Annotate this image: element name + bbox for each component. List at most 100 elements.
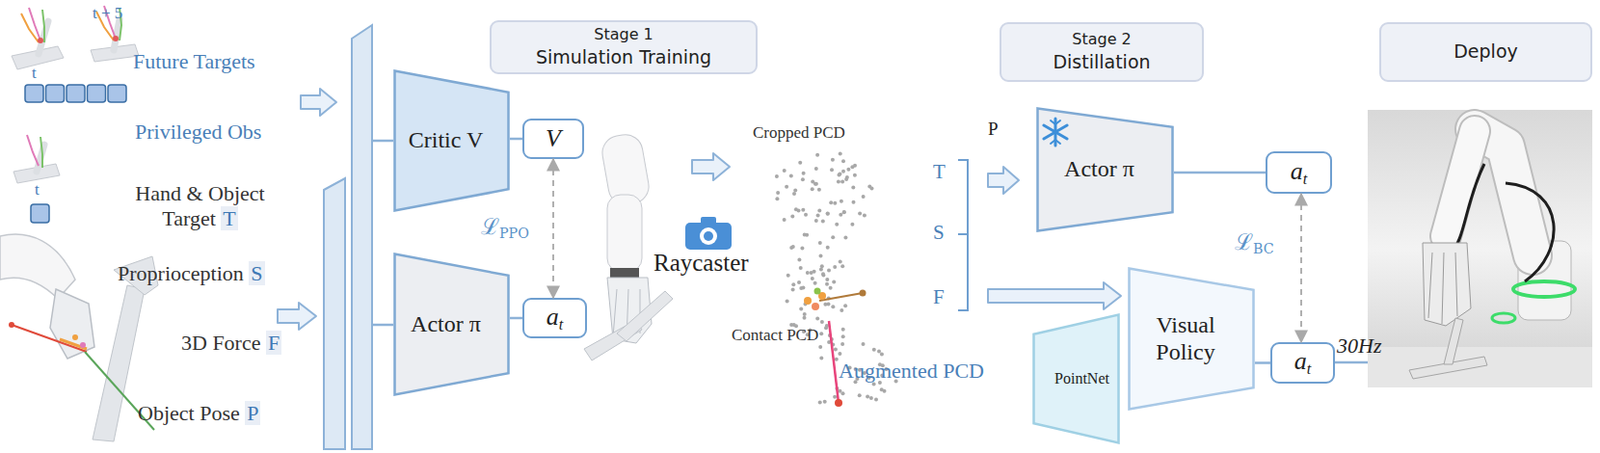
pcd-point <box>880 352 884 357</box>
text-label: S <box>933 220 945 245</box>
text-subscript: BC <box>1253 240 1275 257</box>
network-block: Actor π <box>393 252 510 397</box>
pcd-point <box>802 312 807 317</box>
pcd-point <box>814 182 819 187</box>
pcd-point <box>818 240 823 245</box>
text-symbol: P <box>244 400 261 426</box>
deploy-photo <box>1445 131 1475 237</box>
contact-points <box>834 399 843 407</box>
network-block: PointNet <box>1032 313 1120 445</box>
node-text: Simulation Training <box>535 47 712 69</box>
text-label: t <box>31 63 37 83</box>
deploy-photo <box>1455 252 1458 317</box>
hand-illustration-small <box>30 204 50 223</box>
pcd-point <box>830 158 835 162</box>
connector-lines <box>1334 361 1368 365</box>
hand-illustration-small <box>13 134 60 223</box>
hand-object-illustration <box>0 234 76 299</box>
pcd-point <box>842 210 847 214</box>
node-text: Stage 1 <box>593 26 654 44</box>
contact-points <box>814 288 822 295</box>
pcd-point <box>826 245 830 250</box>
pcd-point <box>839 199 844 204</box>
hollow-arrows <box>987 166 1019 194</box>
output-box: V <box>522 118 585 160</box>
text-subscript: t <box>1303 170 1307 187</box>
stage-box: Stage 1 Simulation Training <box>489 20 758 75</box>
node-text: V <box>545 124 561 154</box>
pcd-point <box>800 245 804 250</box>
text-subscript: t <box>1306 360 1311 377</box>
text-main: ℒ <box>1234 229 1254 255</box>
text-main: a <box>1294 346 1307 375</box>
pcd-point <box>865 395 870 400</box>
text-subscript: t <box>559 316 563 333</box>
text-main: Proprioception <box>117 261 249 286</box>
pcd-point <box>840 264 845 268</box>
pcd-point <box>830 304 835 309</box>
pcd-point <box>821 219 826 224</box>
pcd-point <box>853 173 857 178</box>
robot-render <box>610 267 640 278</box>
pcd-point <box>791 244 796 249</box>
text-main: ℒ <box>480 213 500 240</box>
pcd-point <box>880 387 884 392</box>
stage-box: Stage 2Distillation <box>999 22 1204 82</box>
pcd-point <box>861 342 866 347</box>
output-box: at <box>522 297 587 339</box>
text-label: Object Pose P <box>137 400 261 427</box>
block-shape <box>395 254 509 396</box>
camera-icon <box>685 222 732 250</box>
deploy-photo <box>1513 281 1575 297</box>
pcd-point <box>791 282 796 287</box>
text-label: T <box>933 160 946 185</box>
contact-points <box>859 290 867 297</box>
pcd-point <box>820 264 825 268</box>
pcd-point <box>828 200 833 205</box>
hand-illustration-top <box>112 35 119 42</box>
text-label: t <box>34 180 40 200</box>
pcd-point <box>782 168 787 173</box>
pcd-point <box>826 212 830 216</box>
text-label: F <box>933 285 945 310</box>
camera-icon <box>699 227 718 245</box>
deploy-photo <box>1441 252 1444 324</box>
robot-render <box>616 291 673 342</box>
node-text: at <box>1294 346 1311 378</box>
pcd-point <box>803 213 808 217</box>
hollow-arrows <box>300 88 337 116</box>
stage-box: Deploy <box>1379 22 1593 82</box>
hand-object-illustration <box>59 339 87 349</box>
pcd-point <box>819 254 824 259</box>
pcd-point <box>799 266 803 270</box>
node-text: Actor π <box>1064 156 1135 184</box>
deploy-photo <box>1443 318 1464 365</box>
pcd-point <box>840 180 845 185</box>
pcd-point <box>829 167 834 172</box>
node-text: Deploy <box>1453 41 1519 63</box>
block-shape <box>395 71 509 212</box>
node-text: PointNet <box>1054 370 1110 388</box>
contact-points <box>803 288 867 408</box>
pcd-point <box>872 382 877 387</box>
pcd-point <box>857 212 862 216</box>
hand-illustration-small <box>26 134 39 166</box>
pcd-point <box>838 260 843 265</box>
pcd-point <box>793 187 798 192</box>
pcd-point <box>831 280 836 285</box>
pcd-point <box>861 194 866 199</box>
pcd-point <box>800 286 805 291</box>
pcd-point <box>857 393 862 398</box>
pcd-point <box>837 173 842 178</box>
pcd-point <box>802 316 807 320</box>
pcd-point <box>798 160 802 165</box>
pcd-point <box>789 174 794 179</box>
node-text: Actor π <box>410 311 481 339</box>
connector <box>1173 171 1266 175</box>
pcd-point <box>797 209 801 214</box>
deploy-photo <box>1492 313 1516 323</box>
pcd-point <box>836 180 841 185</box>
hand-illustration-top <box>42 9 45 43</box>
pcd-point <box>784 185 789 189</box>
